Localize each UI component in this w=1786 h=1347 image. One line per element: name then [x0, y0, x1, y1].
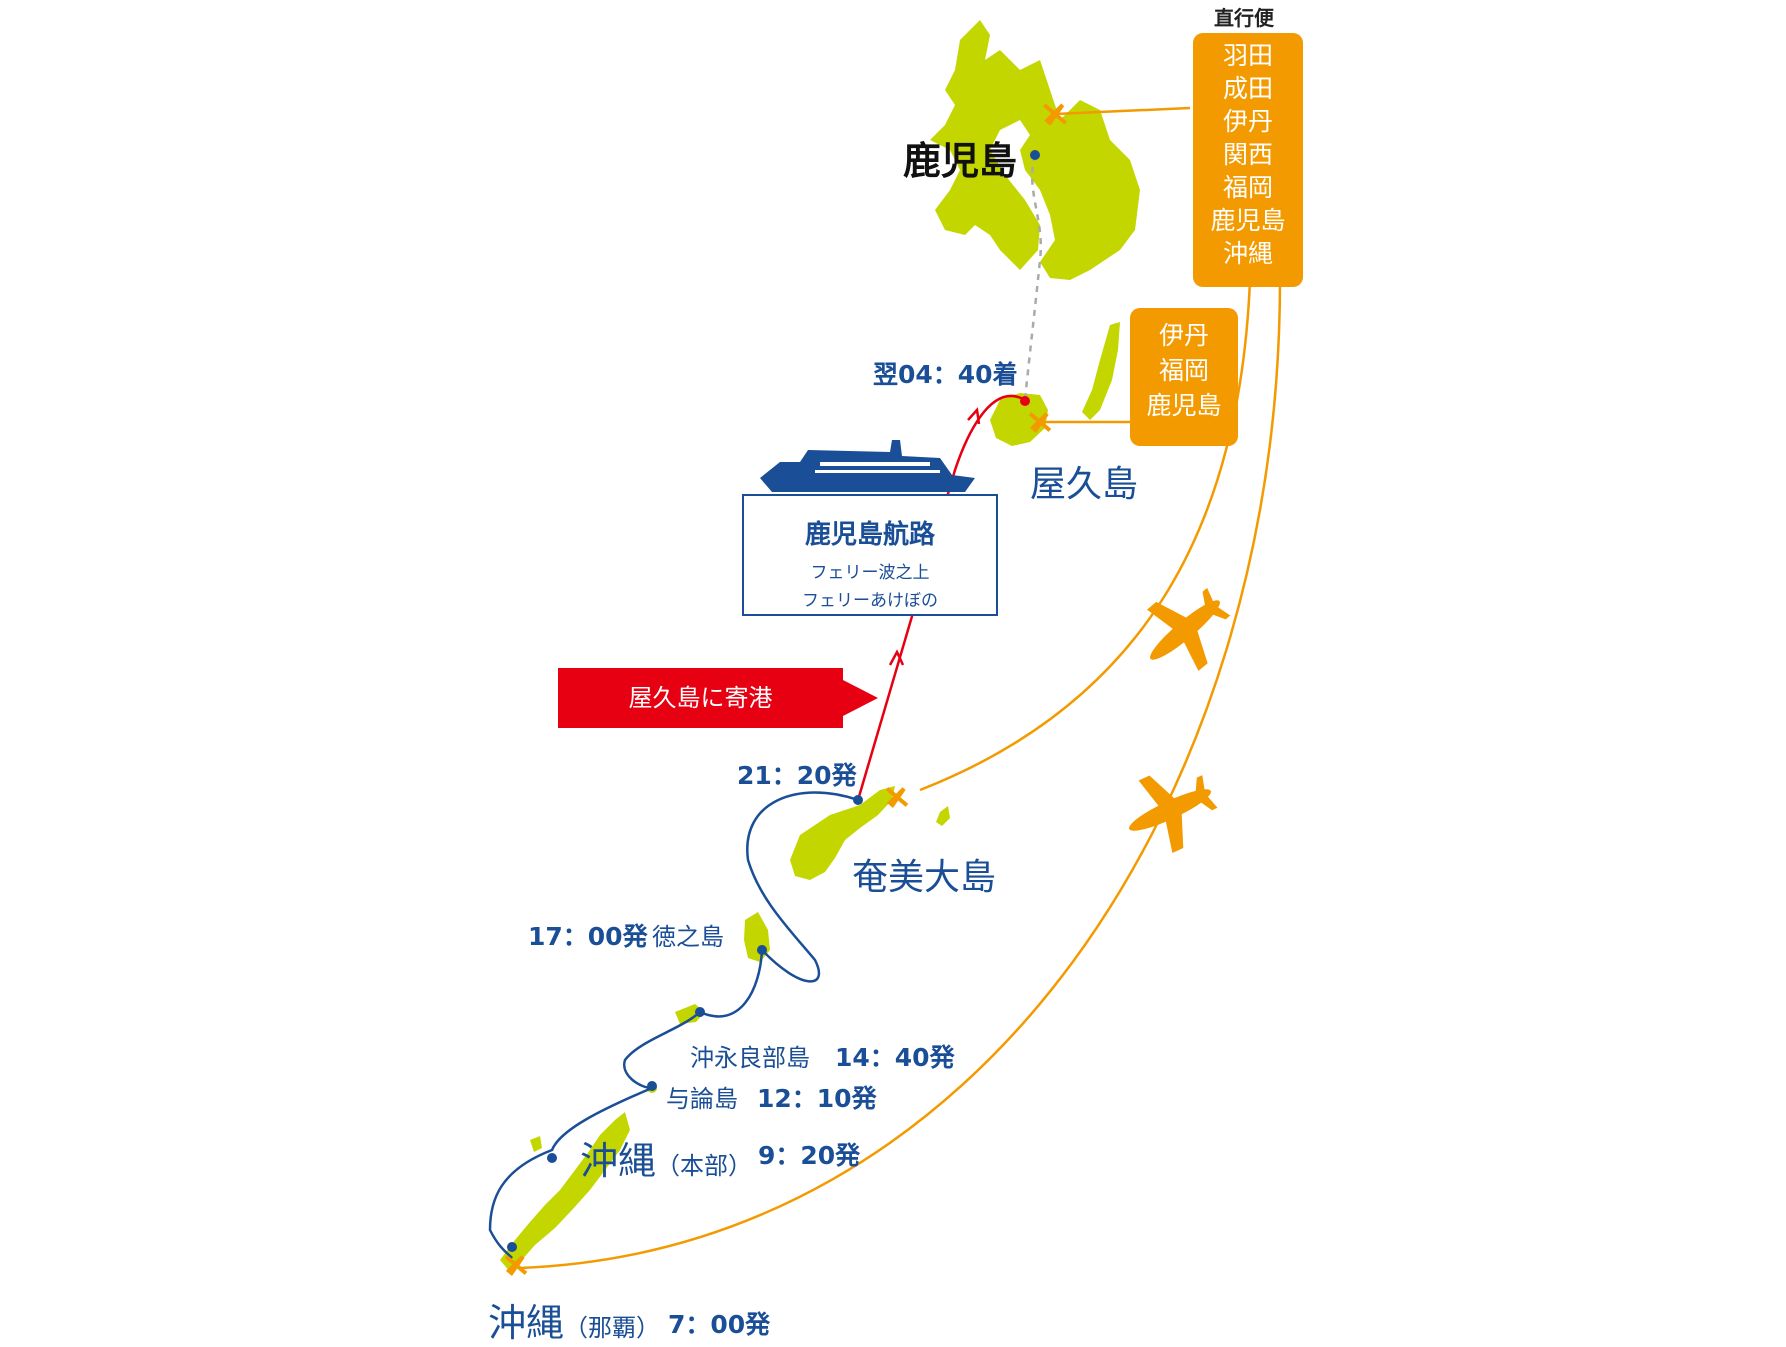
port-dot-naha — [507, 1242, 517, 1252]
port-label-okinawa: 沖縄 — [580, 1139, 657, 1183]
time-amami-depart: 21：20発 — [737, 761, 857, 790]
kikai-landmass — [936, 806, 950, 826]
okinawa-landmass — [500, 1112, 630, 1272]
port-label-amami: 奄美大島 — [852, 857, 997, 898]
direct-flight-city: 伊丹 — [1222, 107, 1273, 136]
port-label-kagoshima: 鹿児島 — [903, 139, 1018, 183]
route-arrow-1 — [888, 649, 905, 666]
flight-route-amami — [919, 279, 1252, 792]
route-arrow-2 — [967, 407, 981, 425]
time-naha-depart: 7：00発 — [668, 1310, 771, 1339]
yakushima-flights-box: 伊丹 福岡 鹿児島 — [1130, 308, 1238, 446]
ferry-route-title: 鹿児島航路 — [804, 520, 935, 550]
port-label-naha: （那覇） — [564, 1314, 661, 1342]
direct-flight-city: 関西 — [1222, 140, 1273, 169]
ferry-ship-name: フェリー波之上 — [810, 563, 930, 583]
yakushima-stop-callout: 屋久島に寄港 — [558, 668, 843, 728]
time-motobu-depart: 9：20発 — [758, 1141, 861, 1170]
iheya-landmass — [530, 1136, 542, 1152]
time-yakushima-arrive: 翌04：40着 — [873, 360, 1018, 389]
time-yoron-depart: 12：10発 — [757, 1084, 877, 1113]
ferry-ship-name: フェリーあけぼの — [802, 591, 938, 611]
direct-flight-city: 沖縄 — [1222, 239, 1273, 268]
port-dot-yakushima — [1020, 396, 1030, 406]
tanegashima-landmass — [1082, 322, 1120, 420]
amami-landmass — [790, 786, 895, 880]
port-label-okinoerabu: 沖永良部島 — [690, 1044, 810, 1072]
yakushima-landmass — [990, 393, 1048, 446]
port-label-okinawa-naha: 沖縄（那覇） — [488, 1292, 660, 1347]
direct-flight-city: 成田 — [1222, 74, 1273, 103]
port-dot-amami — [853, 795, 863, 805]
yakushima-flight-city: 福岡 — [1158, 356, 1209, 385]
airplane-icon — [1147, 587, 1231, 671]
port-label-yoron: 与論島 — [666, 1085, 738, 1113]
time-tokunoshima-depart: 17：00発 — [528, 922, 648, 951]
port-dot-okinoerabu — [695, 1007, 705, 1017]
yakushima-flight-city: 伊丹 — [1158, 321, 1209, 350]
dashed-route-kagoshima-yakushima — [1023, 154, 1043, 401]
airplane-icon — [1042, 103, 1068, 126]
direct-flights-heading: 直行便 — [1214, 6, 1274, 30]
port-label-okinawa-motobu: 沖縄（本部） — [580, 1130, 752, 1185]
ferry-route-box: 鹿児島航路 フェリー波之上 フェリーあけぼの — [742, 494, 998, 616]
direct-flights-box: 羽田 成田 伊丹 関西 福岡 鹿児島 沖縄 — [1193, 33, 1303, 287]
port-label-motobu: （本部） — [656, 1152, 753, 1180]
callout-text: 屋久島に寄港 — [628, 684, 773, 712]
direct-flight-city: 羽田 — [1222, 41, 1273, 70]
airplane-icon — [504, 1255, 528, 1276]
airplane-icon — [1129, 775, 1218, 854]
direct-flight-city: 福岡 — [1222, 173, 1273, 202]
airplane-icon — [885, 787, 909, 808]
callout-shape — [558, 668, 878, 728]
port-dot-motobu — [547, 1153, 557, 1163]
direct-flight-city: 鹿児島 — [1210, 206, 1286, 235]
time-okinoerabu-depart: 14：40発 — [835, 1043, 955, 1072]
port-dot-kagoshima — [1030, 150, 1040, 160]
flight-route-okinawa — [519, 279, 1282, 1270]
airplane-icon — [1028, 412, 1052, 433]
port-dot-tokunoshima — [757, 945, 767, 955]
ferry-ship-icon — [760, 440, 975, 492]
port-label-yakushima: 屋久島 — [1030, 464, 1139, 505]
flight-kagoshima-link — [1054, 106, 1191, 116]
yakushima-flight-city: 鹿児島 — [1146, 391, 1222, 420]
port-dot-yoron — [647, 1081, 657, 1091]
port-label-okinawa: 沖縄 — [488, 1301, 565, 1345]
port-label-tokunoshima: 徳之島 — [652, 923, 724, 951]
